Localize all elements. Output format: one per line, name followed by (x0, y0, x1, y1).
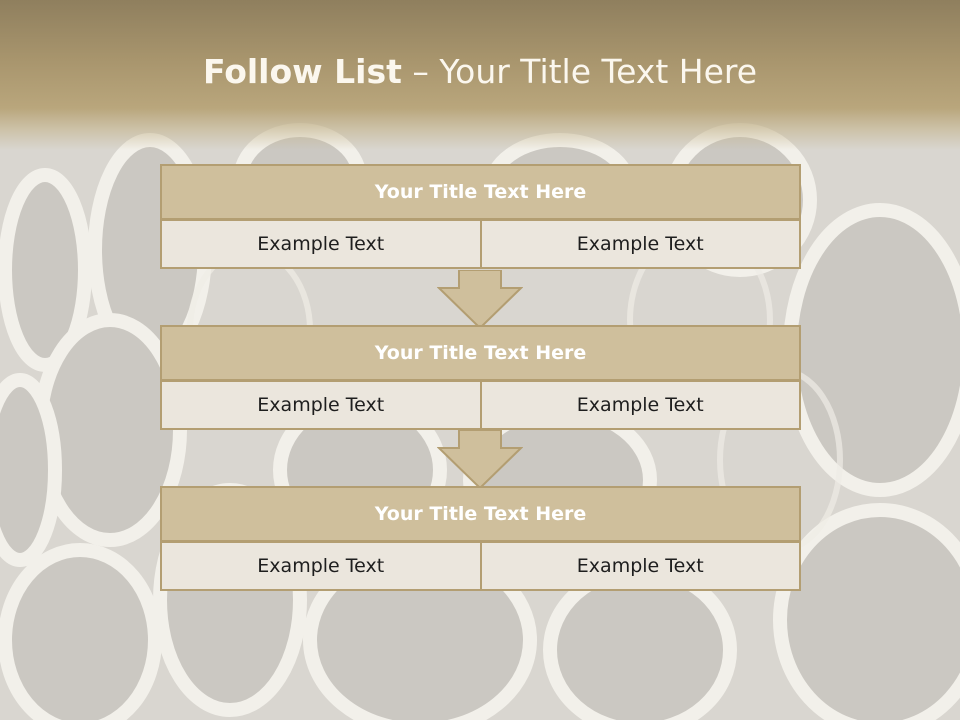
block-row: Example Text Example Text (160, 380, 801, 430)
block-cell-right: Example Text (479, 380, 801, 430)
title-rest: – Your Title Text Here (401, 52, 758, 91)
down-arrow-icon (437, 270, 523, 330)
block-cell-left: Example Text (160, 380, 482, 430)
header-band: Follow List – Your Title Text Here (0, 0, 960, 150)
list-block-1: Your Title Text Here Example Text Exampl… (160, 164, 801, 269)
block-cell-left: Example Text (160, 219, 482, 269)
down-arrow-icon (437, 430, 523, 490)
block-row: Example Text Example Text (160, 541, 801, 591)
list-block-3: Your Title Text Here Example Text Exampl… (160, 486, 801, 591)
block-heading: Your Title Text Here (160, 164, 801, 220)
block-cell-left: Example Text (160, 541, 482, 591)
list-block-2: Your Title Text Here Example Text Exampl… (160, 325, 801, 430)
block-heading: Your Title Text Here (160, 325, 801, 381)
slide-title: Follow List – Your Title Text Here (0, 52, 960, 91)
block-cell-right: Example Text (479, 219, 801, 269)
block-heading: Your Title Text Here (160, 486, 801, 542)
title-bold: Follow List (202, 52, 402, 91)
block-cell-right: Example Text (479, 541, 801, 591)
block-row: Example Text Example Text (160, 219, 801, 269)
